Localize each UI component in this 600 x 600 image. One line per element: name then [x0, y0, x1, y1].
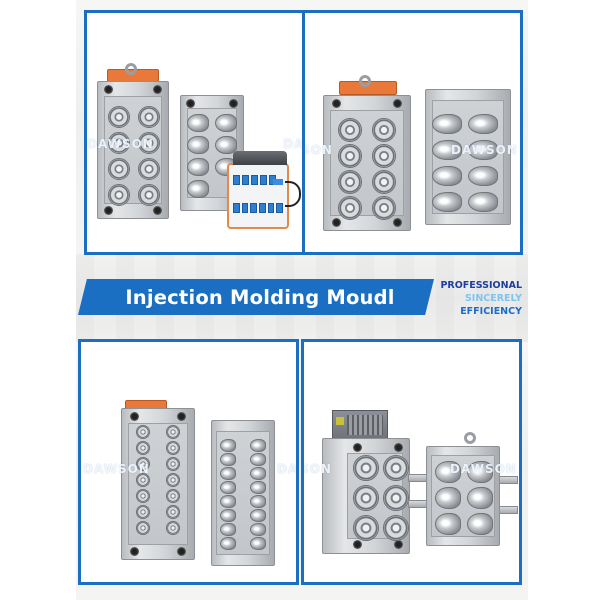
- slogan-professional: PROFESSIONAL: [440, 280, 522, 291]
- watermark: DAWSON: [451, 143, 518, 157]
- mold-cavity-half: [323, 95, 411, 231]
- mold-core-half: [211, 420, 275, 566]
- watermark: DAWSON: [83, 462, 150, 476]
- mold-cavity-half: [97, 81, 169, 219]
- hot-runner-box: [332, 410, 388, 440]
- mold-cavity-half: [322, 438, 410, 554]
- watermark-partial: DAWS: [277, 462, 298, 476]
- mold-cavity-half: [121, 408, 195, 560]
- product-image-8-cavity-with-controller[interactable]: DAWSON DAWSON: [84, 10, 305, 255]
- product-image-6-cavity-mold[interactable]: SON DAWSON: [301, 339, 522, 585]
- slogan: PROFESSIONAL SINCERELY EFFICIENCY: [440, 279, 522, 318]
- hot-runner-temperature-controller: [227, 151, 289, 229]
- watermark-partial: SON: [301, 462, 332, 476]
- banner-title: Injection Molding Moudl: [125, 285, 395, 309]
- product-image-16-cavity-mold[interactable]: DAWSON DAWS: [78, 339, 299, 585]
- watermark: DAWSON: [87, 137, 154, 151]
- mold-core-half: [180, 95, 244, 211]
- slogan-sincerely: SINCERELY: [464, 293, 522, 304]
- controller-cable: [285, 181, 301, 207]
- mold-core-half: [426, 446, 500, 546]
- product-image-8-cavity-mold[interactable]: SON DAWSON: [302, 10, 523, 255]
- lifting-eye: [359, 75, 371, 87]
- title-banner: Injection Molding Moudl: [78, 279, 434, 315]
- lifting-eye: [125, 63, 137, 75]
- lifting-eye: [464, 432, 476, 444]
- slogan-efficiency: EFFICIENCY: [460, 306, 522, 317]
- watermark: DAWSON: [450, 462, 517, 476]
- watermark-partial: SON: [302, 143, 333, 157]
- mold-core-half: [425, 89, 511, 225]
- watermark-partial: DAWSON: [283, 137, 304, 151]
